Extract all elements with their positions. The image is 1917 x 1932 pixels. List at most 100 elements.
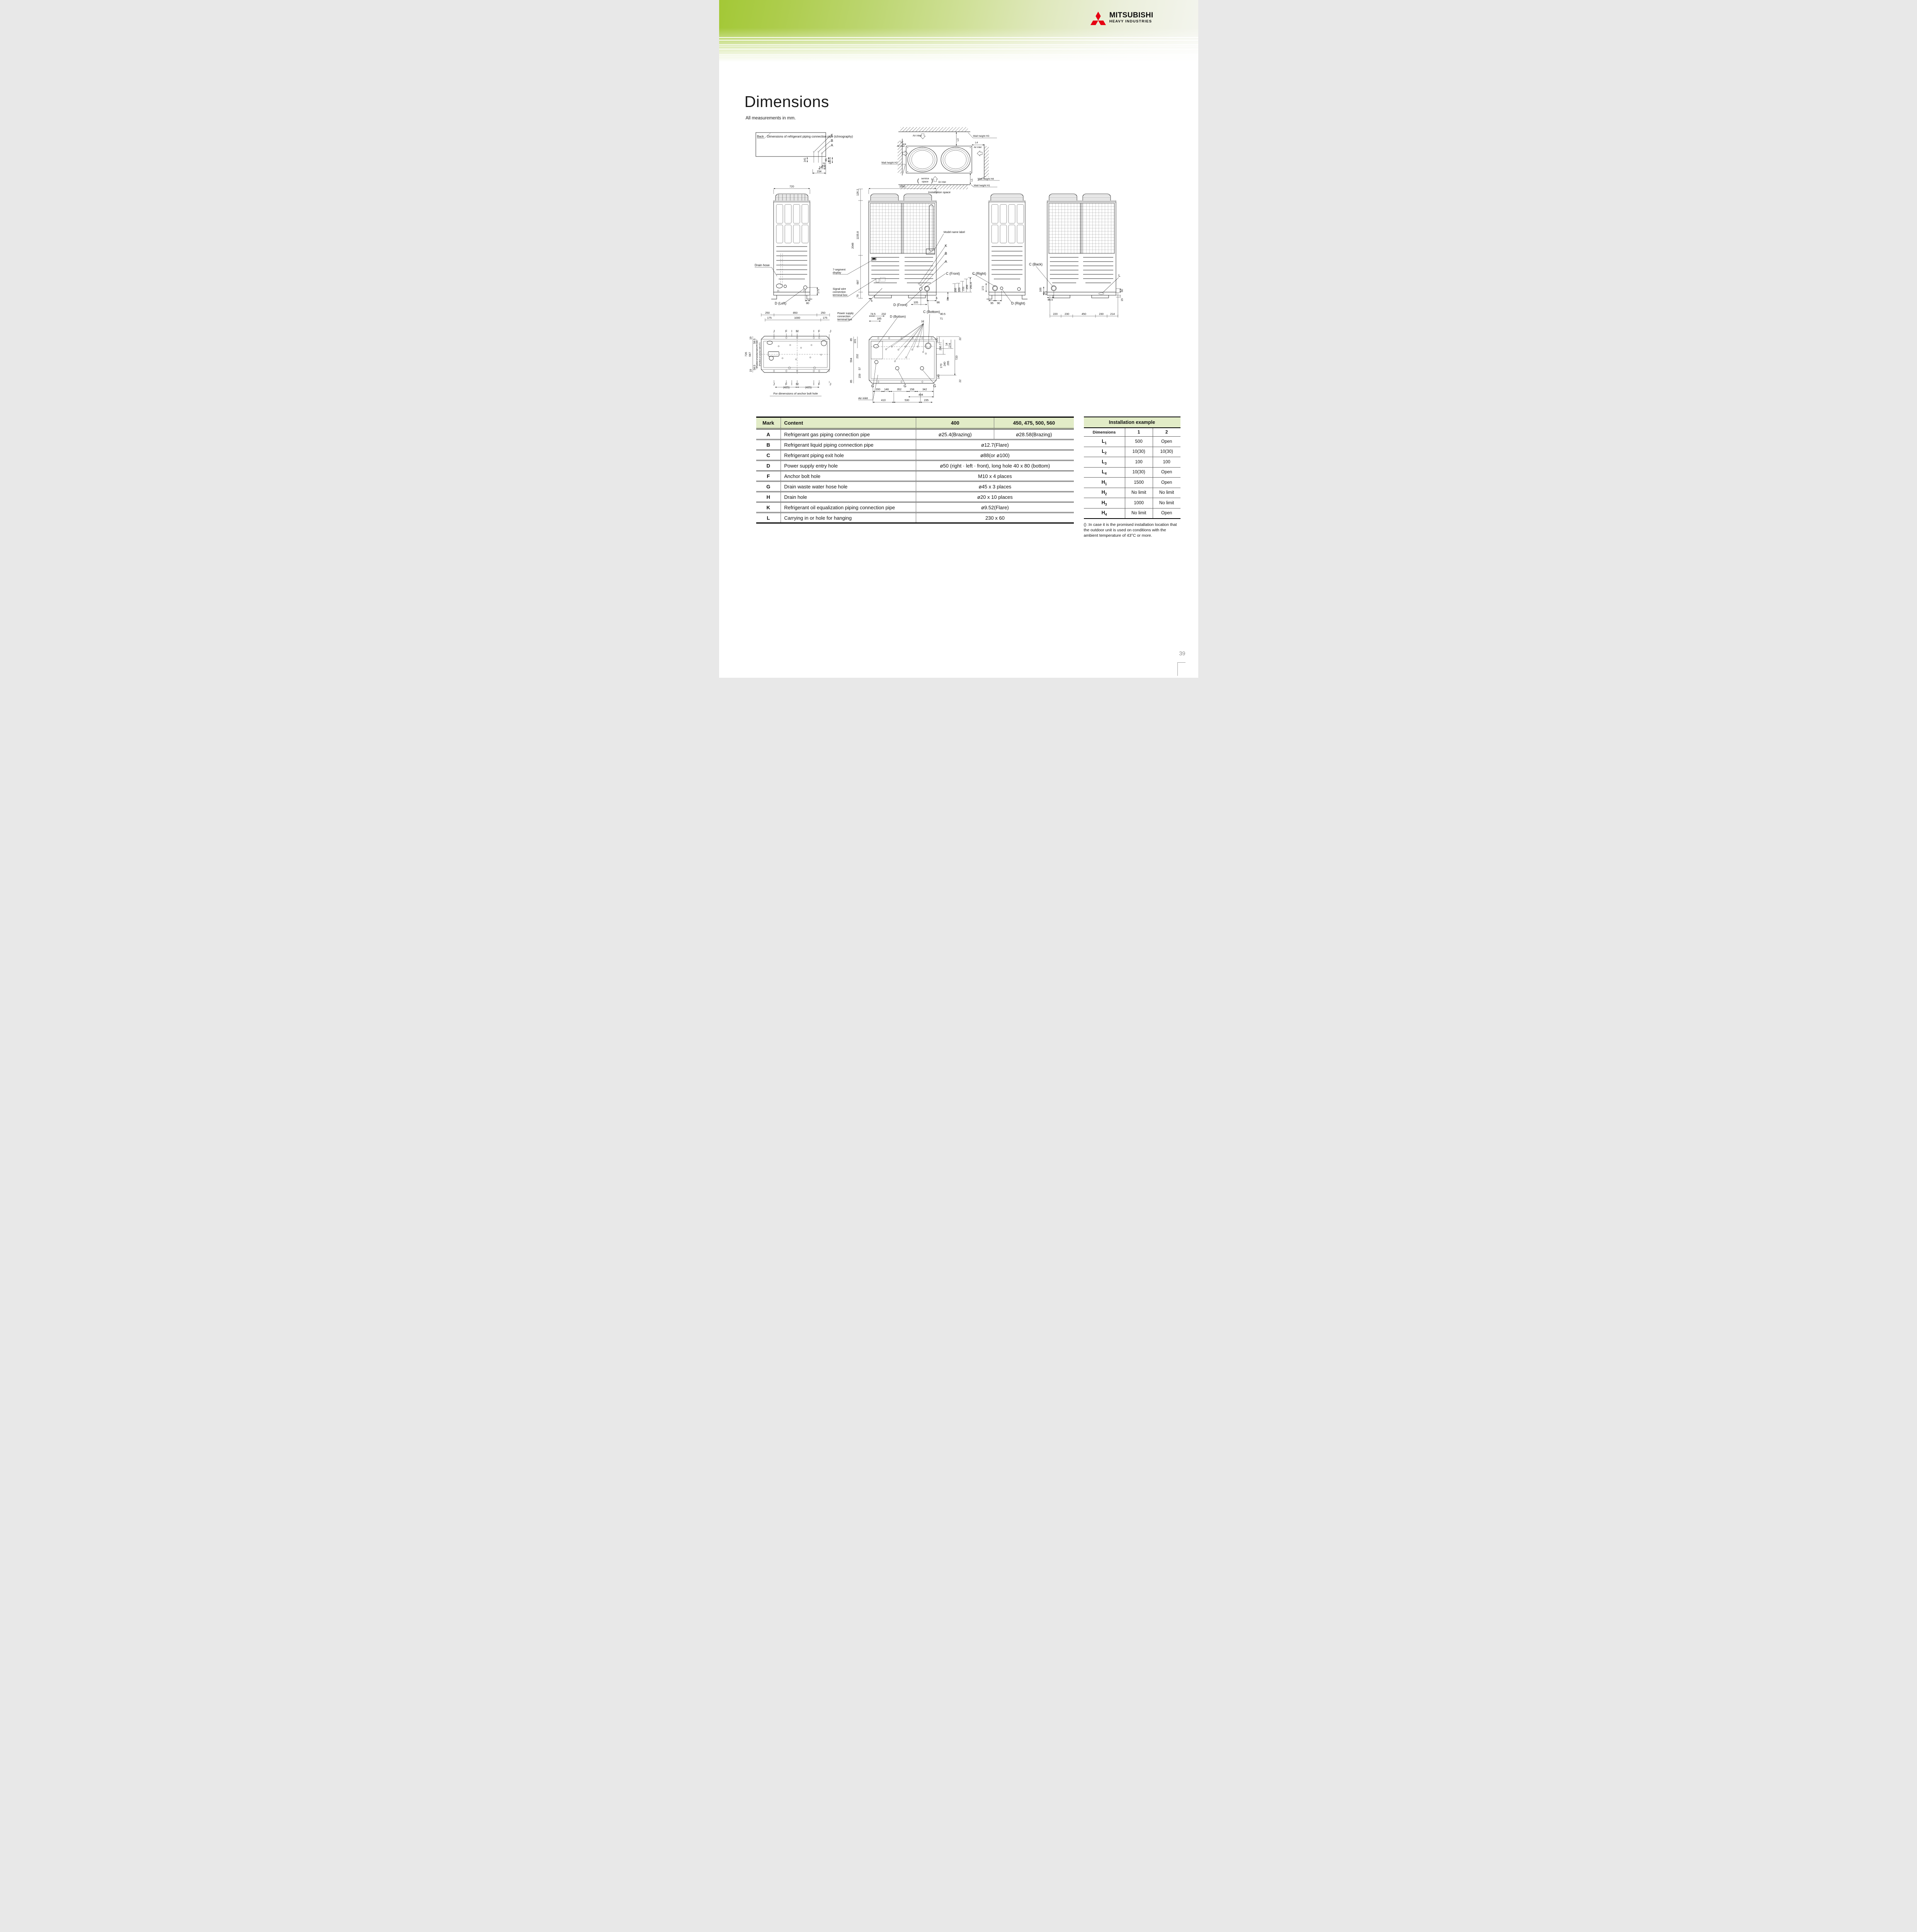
content-cell: Carrying in or hole for hanging: [781, 512, 917, 523]
drain-hose-hole: [874, 360, 878, 364]
installation-example-block: Installation example Dimensions 1 2 L1 5…: [1084, 417, 1181, 539]
dim-label: 7-segment: [833, 269, 845, 271]
dim-label: F: [785, 330, 787, 333]
dim-label: 84: [947, 298, 949, 301]
dim-label: J: [773, 330, 775, 333]
dim-symbol: L3: [1084, 457, 1125, 468]
dim-label: 291.6: [970, 282, 973, 289]
anchor-bolt-plan: [752, 313, 830, 396]
dim-label: 159: [859, 374, 861, 378]
content-cell: Drain hole: [781, 492, 917, 502]
dim-label: (425): [783, 386, 789, 389]
install-value-1: 1500: [1125, 477, 1153, 488]
band-stripe: [719, 44, 1198, 45]
table-row: K Refrigerant oil equalization piping co…: [756, 502, 1074, 513]
dim-label: 687: [857, 280, 859, 284]
dim-label: C (Front): [946, 272, 960, 276]
dim-label: 240: [944, 362, 946, 366]
install-table-title: Installation example: [1084, 417, 1180, 428]
dim-label: 84: [1043, 291, 1046, 294]
dim-label: I: [791, 383, 792, 386]
dim-label: 6: [871, 300, 873, 303]
brand-logo: MITSUBISHI HEAVY INDUSTRIES: [1090, 12, 1153, 25]
dim-label: D (Right): [1011, 301, 1025, 305]
dim-label: C (Back): [1029, 262, 1043, 266]
mark-cell: G: [756, 481, 781, 492]
dim-label: 230: [1065, 313, 1069, 316]
air-inlet-arrow-left-icon: [976, 150, 982, 156]
dim-label: 22: [959, 337, 962, 340]
dim-label: Air inlet: [913, 134, 921, 137]
right-view-body: [988, 202, 1025, 293]
content-cell: Refrigerant piping exit hole: [781, 450, 917, 461]
dim-label: 86.5: [1048, 299, 1053, 301]
dim-label: display: [833, 272, 841, 274]
dim-label: Wall height H2: [881, 162, 898, 164]
mark-diamond: [1090, 20, 1098, 25]
install-row: L3 100 100: [1084, 457, 1180, 468]
install-value-1: 100: [1125, 457, 1153, 468]
dim-symbol: L2: [1084, 447, 1125, 457]
content-cell: Power supply entry hole: [781, 460, 917, 471]
dim-label: 172: [982, 286, 985, 291]
dim-label: 494: [919, 394, 923, 396]
dim-label: 80: [806, 302, 809, 305]
install-value-2: 100: [1153, 457, 1180, 468]
dim-label: 211: [962, 286, 965, 291]
dim-label: G: [871, 384, 874, 388]
dim-label: (Position of anchor bolt of F,J,M): [756, 340, 759, 368]
install-value-1: 500: [1125, 436, 1153, 447]
dim-label: service: [921, 177, 929, 180]
install-row: L1 500 Open: [1084, 436, 1180, 447]
power-entry-hole-front: [919, 287, 922, 291]
dim-label: 60: [1121, 289, 1124, 292]
content-cell: Refrigerant liquid piping connection pip…: [781, 439, 917, 450]
dim-label: G: [933, 384, 936, 388]
dim-label: 1350: [899, 185, 905, 188]
dim-label: D (Left): [775, 301, 786, 305]
dim-label: L1: [971, 179, 973, 182]
mark-cell: F: [756, 471, 781, 481]
dim-label: 530: [905, 399, 909, 402]
mark-cell: A: [756, 429, 781, 440]
value-cell: M10 x 4 places: [978, 473, 1012, 479]
dim-label: Air inlet: [858, 396, 868, 400]
dim-label: Wall height H4: [978, 178, 994, 180]
install-value-1: 1000: [1125, 498, 1153, 509]
mark-cell: C: [756, 450, 781, 461]
dim-label: 71: [940, 318, 943, 320]
dim-label: J: [773, 383, 775, 386]
install-row: H1 1500 Open: [1084, 477, 1180, 488]
value-cell: ø9.52(Flare): [981, 504, 1009, 510]
dim-label: G: [903, 384, 906, 388]
dim-label: Air inlet: [938, 181, 946, 184]
dim-label: Model name label: [944, 231, 965, 234]
dim-label: 720: [956, 355, 958, 360]
table-row: D Power supply entry hole ø50 (right · l…: [756, 460, 1074, 471]
dim-label: D (Front): [893, 303, 907, 307]
dim-label: 230: [1099, 313, 1104, 316]
dim-label: 850: [793, 312, 798, 315]
dim-label: D (Bottom): [890, 315, 906, 318]
content-cell: Refrigerant oil equalization piping conn…: [781, 502, 917, 513]
dim-label: 259: [966, 285, 969, 289]
dim-label: 19: [750, 337, 752, 340]
piping-exit-hole-bottom: [925, 343, 931, 349]
front-view-louvers: [871, 257, 933, 283]
band-stripe: [719, 40, 1198, 41]
table-row: H Drain hole ø20 x 10 places: [756, 492, 1074, 502]
dim-label: F: [818, 330, 820, 333]
air-inlet-arrow-up-icon: [932, 176, 938, 182]
mark-cell: D: [756, 460, 781, 471]
dim-label: 166: [1039, 287, 1042, 292]
dim-label: B: [944, 252, 947, 255]
dim-label: (425): [805, 386, 811, 389]
table-row: F Anchor bolt hole M10 x 4 places: [756, 471, 1074, 481]
brand-subname: HEAVY INDUSTRIES: [1109, 19, 1152, 24]
dim-label: F: [785, 383, 787, 386]
dim-label: Wall height H3: [973, 135, 989, 138]
catalog-page: MITSUBISHI HEAVY INDUSTRIES Dimensions A…: [719, 0, 1198, 678]
mark-diamond: [1095, 12, 1101, 21]
